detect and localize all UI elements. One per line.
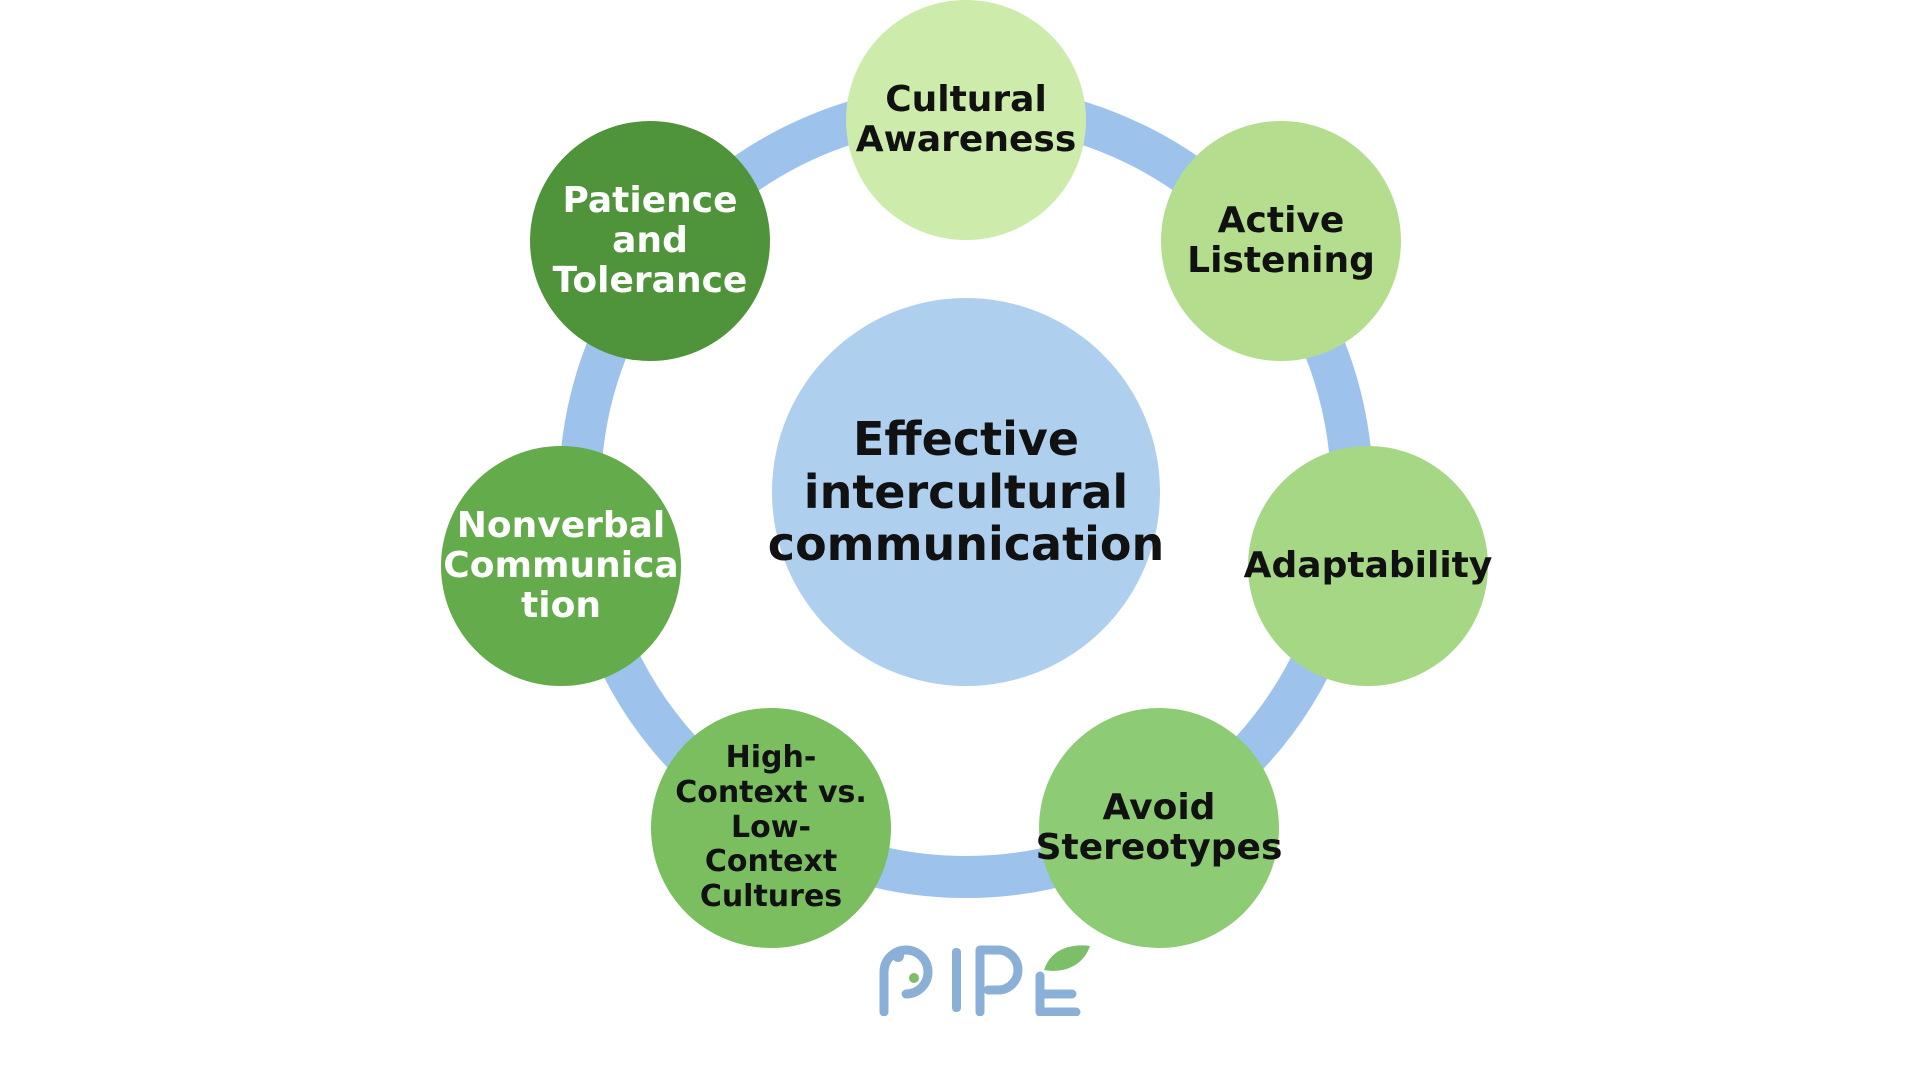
node-nonverbal-communication: Nonverbal Communica tion xyxy=(441,446,681,686)
node-label: High- Context vs. Low- Context Cultures xyxy=(675,740,867,915)
node-label: Cultural Awareness xyxy=(855,78,1077,160)
node-adaptability: Adaptability xyxy=(1244,446,1492,686)
node-active-listening: Active Listening xyxy=(1161,121,1401,361)
center-node: Effective intercultural communication xyxy=(768,298,1164,686)
node-label: Active Listening xyxy=(1187,199,1375,281)
pipe-logo xyxy=(876,938,1102,1016)
node-cultural-awareness: Cultural Awareness xyxy=(846,0,1086,240)
node-label: Adaptability xyxy=(1243,544,1493,586)
node-label: Avoid Stereotypes xyxy=(1035,786,1283,868)
node-patience-tolerance: Patience and Tolerance xyxy=(530,121,770,361)
node-label: Patience and Tolerance xyxy=(552,179,748,302)
node-avoid-stereotypes: Avoid Stereotypes xyxy=(1036,708,1282,948)
node-label: Nonverbal Communica tion xyxy=(443,504,679,627)
center-label: Effective intercultural communication xyxy=(767,412,1165,572)
node-high-low-context: High- Context vs. Low- Context Cultures xyxy=(651,708,891,948)
